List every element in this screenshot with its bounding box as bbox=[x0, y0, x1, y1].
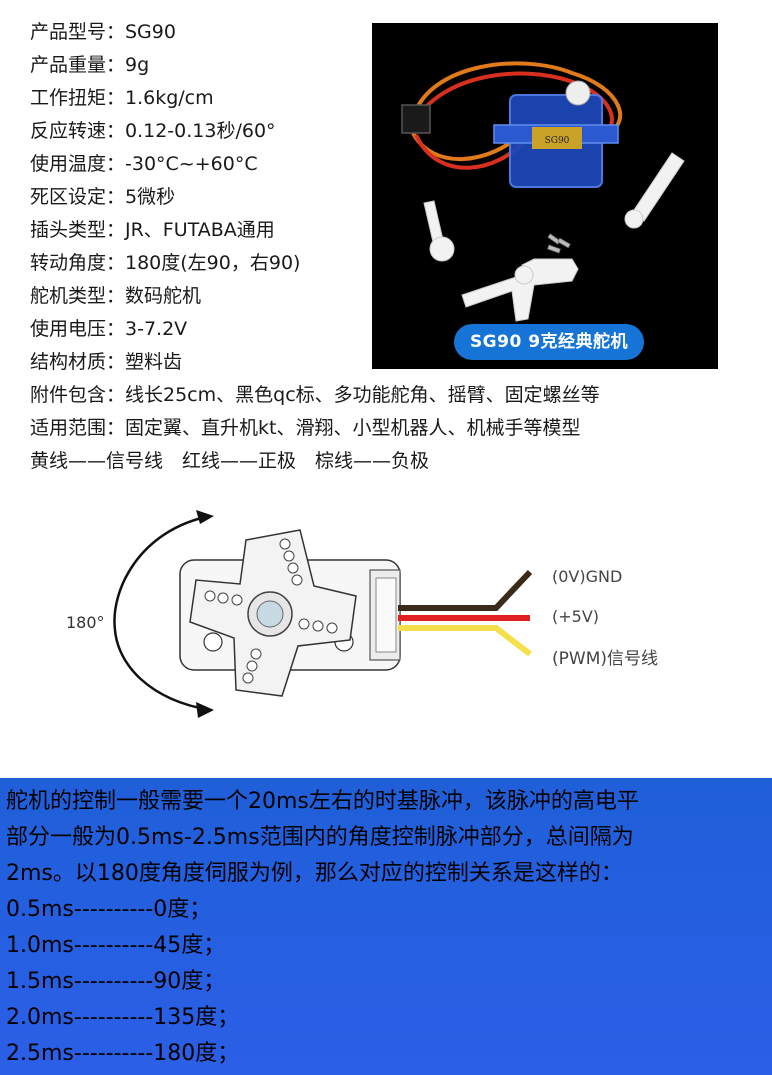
explanation-line-2: 部分一般为0.5ms-2.5ms范围内的角度控制脉冲部分，总间隔为 bbox=[6, 825, 634, 850]
spec-deadband: 死区设定：5微秒 bbox=[30, 186, 176, 208]
spec-temperature: 使用温度：-30°C~+60°C bbox=[30, 153, 258, 175]
servo-label: SG90 bbox=[545, 136, 570, 146]
product-caption-badge: SG90 9克经典舵机 bbox=[454, 324, 644, 360]
gnd-label: (0V)GND bbox=[552, 567, 622, 586]
spec-rotation-angle: 转动角度：180度(左90，右90) bbox=[30, 252, 301, 274]
pulse-mapping-45: 1.0ms----------45度； bbox=[6, 933, 226, 958]
pwm-label: (PWM)信号线 bbox=[552, 649, 658, 669]
explanation-line-1: 舵机的控制一般需要一个20ms左右的时基脉冲，该脉冲的高电平 bbox=[6, 789, 639, 814]
spec-voltage: 使用电压：3-7.2V bbox=[30, 318, 188, 340]
servo-diagram: 180° (0V)GND (+5V) (PWM)信号线 bbox=[0, 500, 772, 740]
spec-applications: 适用范围：固定翼、直升机kt、滑翔、小型机器人、机械手等模型 bbox=[30, 417, 581, 439]
pulse-mapping-135: 2.0ms----------135度； bbox=[6, 1005, 240, 1030]
servo-illustration: SG90 bbox=[372, 23, 718, 369]
control-explanation-text: 舵机的控制一般需要一个20ms左右的时基脉冲，该脉冲的高电平 部分一般为0.5m… bbox=[6, 784, 768, 1072]
product-photo: SG90 bbox=[372, 23, 718, 369]
spec-servo-type: 舵机类型：数码舵机 bbox=[30, 285, 202, 307]
vcc-label: (+5V) bbox=[552, 607, 599, 626]
explanation-line-3: 2ms。以180度角度伺服为例，那么对应的控制关系是这样的： bbox=[6, 861, 623, 886]
spec-torque: 工作扭矩：1.6kg/cm bbox=[30, 87, 214, 109]
wire-gnd bbox=[398, 569, 533, 611]
servo-wires bbox=[398, 569, 533, 657]
spec-weight: 产品重量：9g bbox=[30, 54, 150, 76]
spec-material: 结构材质：塑料齿 bbox=[30, 351, 183, 373]
spec-list: 产品型号：SG90 产品重量：9g 工作扭矩：1.6kg/cm 反应转速：0.1… bbox=[30, 16, 600, 478]
pulse-mapping-0: 0.5ms----------0度； bbox=[6, 897, 212, 922]
spec-plug-type: 插头类型：JR、FUTABA通用 bbox=[30, 219, 275, 241]
wire-signal bbox=[398, 625, 532, 657]
control-explanation-panel: 舵机的控制一般需要一个20ms左右的时基脉冲，该脉冲的高电平 部分一般为0.5m… bbox=[0, 778, 772, 1075]
pulse-mapping-90: 1.5ms----------90度； bbox=[6, 969, 226, 994]
spec-wire-colors: 黄线——信号线 红线——正极 棕线——负极 bbox=[30, 450, 430, 472]
spec-model: 产品型号：SG90 bbox=[30, 21, 176, 43]
pulse-mapping-180: 2.5ms----------180度； bbox=[6, 1041, 240, 1066]
spec-speed: 反应转速：0.12-0.13秒/60° bbox=[30, 120, 276, 142]
angle-label: 180° bbox=[66, 613, 105, 632]
spec-accessories: 附件包含：线长25cm、黑色qc标、多功能舵角、摇臂、固定螺丝等 bbox=[30, 384, 600, 406]
